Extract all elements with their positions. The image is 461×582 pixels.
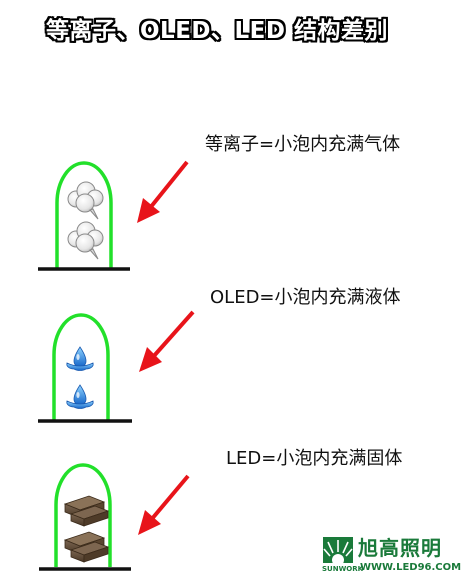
plasma-label: 等离子=小泡内充满气体 [205,134,401,155]
panel-led [39,463,190,571]
page-title: 等离子、OLED、LED 结构差别 [46,18,388,44]
gas-cloud-icon [67,221,104,260]
bulb-outline [55,161,113,269]
sunburst-logo-icon [323,537,353,566]
panel-oled [38,310,195,423]
red-arrow-icon [137,160,189,223]
gas-cloud-icon [67,181,104,220]
brand-name: 旭高照明 [358,536,442,560]
liquid-drop-icon [66,384,94,409]
bulb-outline [52,313,110,420]
brand-subtitle: SUNWORK [322,565,364,573]
solid-brick-icon [64,495,109,527]
led-label: LED=小泡内充满固体 [226,448,403,469]
solid-brick-icon [64,531,109,563]
oled-label: OLED=小泡内充满液体 [210,287,401,308]
red-arrow-icon [138,474,190,535]
brand-logo: 旭高照明 SUNWORK WWW.LED96.COM [322,536,461,576]
red-arrow-icon [139,310,195,372]
liquid-drop-icon [66,346,94,371]
brand-url: WWW.LED96.COM [360,562,461,573]
panel-plasma [38,160,189,271]
bulb-outline [54,463,112,567]
